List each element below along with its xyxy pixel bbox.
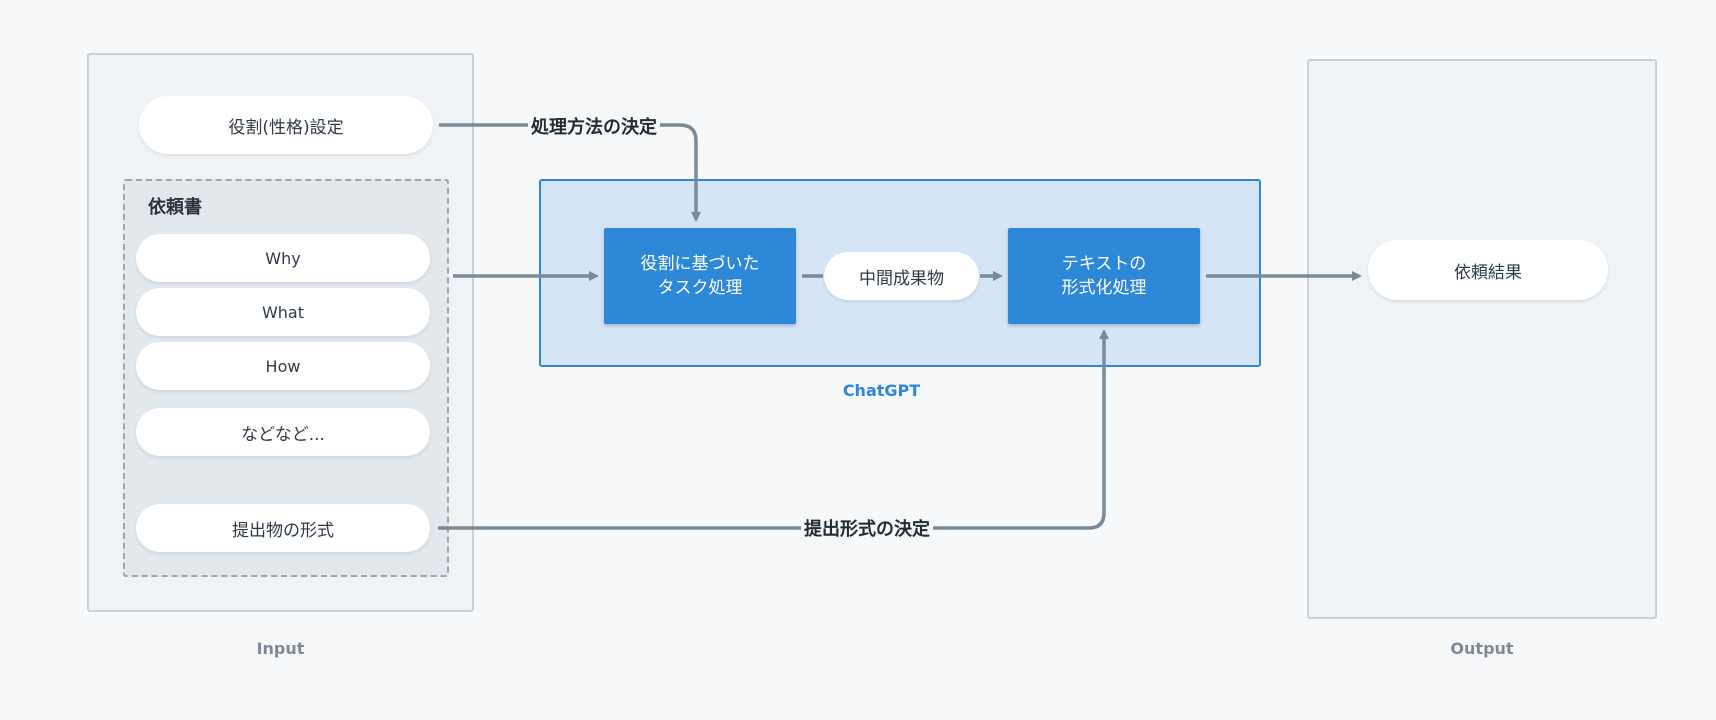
input-caption: Input: [256, 639, 305, 658]
processing-method-label: 処理方法の決定: [528, 113, 660, 139]
formatting-node: テキストの 形式化処理: [1008, 228, 1200, 324]
formatting-line-1: テキストの: [1061, 254, 1147, 274]
intermediate-output-node: 中間成果物: [824, 252, 979, 300]
request-item-why: Why: [136, 234, 430, 282]
task-processing-line-1: 役割に基づいた: [640, 254, 760, 274]
request-item-how: How: [136, 342, 430, 390]
output-caption: Output: [1450, 639, 1514, 658]
task-processing-line-2: タスク処理: [657, 278, 743, 298]
output-panel: [1307, 59, 1657, 619]
task-processing-node: 役割に基づいた タスク処理: [604, 228, 796, 324]
request-result-node: 依頼結果: [1368, 240, 1608, 300]
deliverable-format-node: 提出物の形式: [136, 504, 430, 552]
submission-format-label: 提出形式の決定: [801, 515, 933, 541]
request-document-title: 依頼書: [148, 197, 202, 218]
edge-format-to-formatting: [438, 329, 1109, 530]
edge-role-to-task: [439, 123, 701, 222]
formatting-line-2: 形式化処理: [1061, 278, 1147, 298]
chatgpt-caption: ChatGPT: [842, 381, 921, 400]
role-setting-node: 役割(性格)設定: [139, 96, 433, 154]
request-item-etc: などなど...: [136, 408, 430, 456]
request-item-what: What: [136, 288, 430, 336]
